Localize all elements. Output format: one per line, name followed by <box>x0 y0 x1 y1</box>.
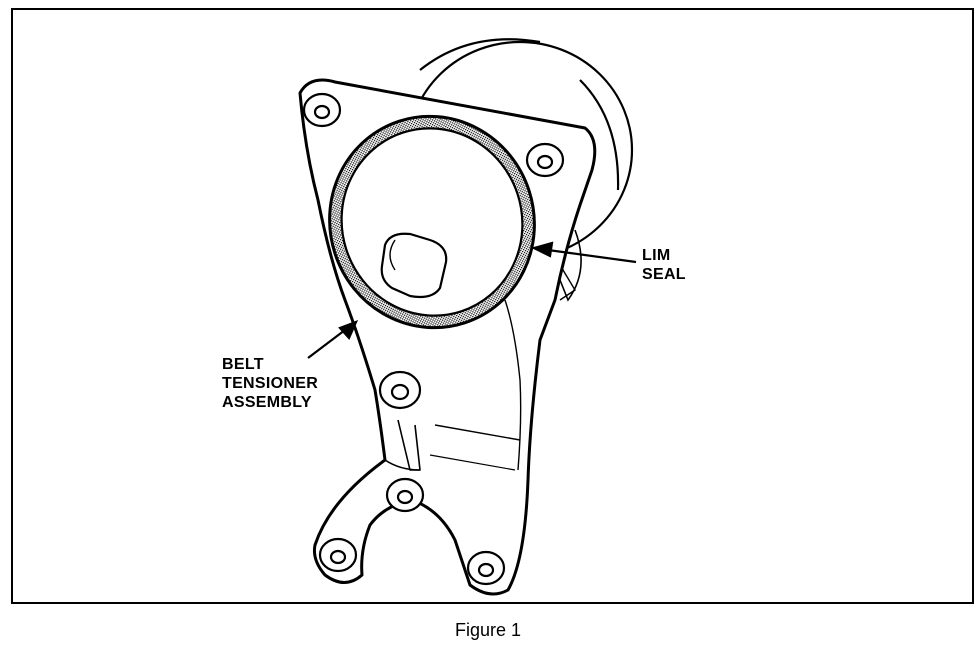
belt-tensioner-label-line-2: TENSIONER <box>222 375 319 392</box>
lim-seal-label-line-1: LIM <box>642 247 671 264</box>
belt-tensioner-label: BELT TENSIONER ASSEMBLY <box>222 355 318 412</box>
figure-caption: Figure 1 <box>454 620 522 640</box>
lim-seal-label-line-2: SEAL <box>642 266 686 283</box>
belt-tensioner-leader <box>307 320 359 359</box>
belt-tensioner-label-line-3: ASSEMBLY <box>222 394 312 411</box>
belt-tensioner-label-line-1: BELT <box>222 356 264 373</box>
mounting-holes <box>302 92 565 586</box>
lim-seal-label: LIM SEAL <box>642 246 686 284</box>
hub <box>380 232 448 299</box>
lim-seal-leader <box>530 241 637 264</box>
